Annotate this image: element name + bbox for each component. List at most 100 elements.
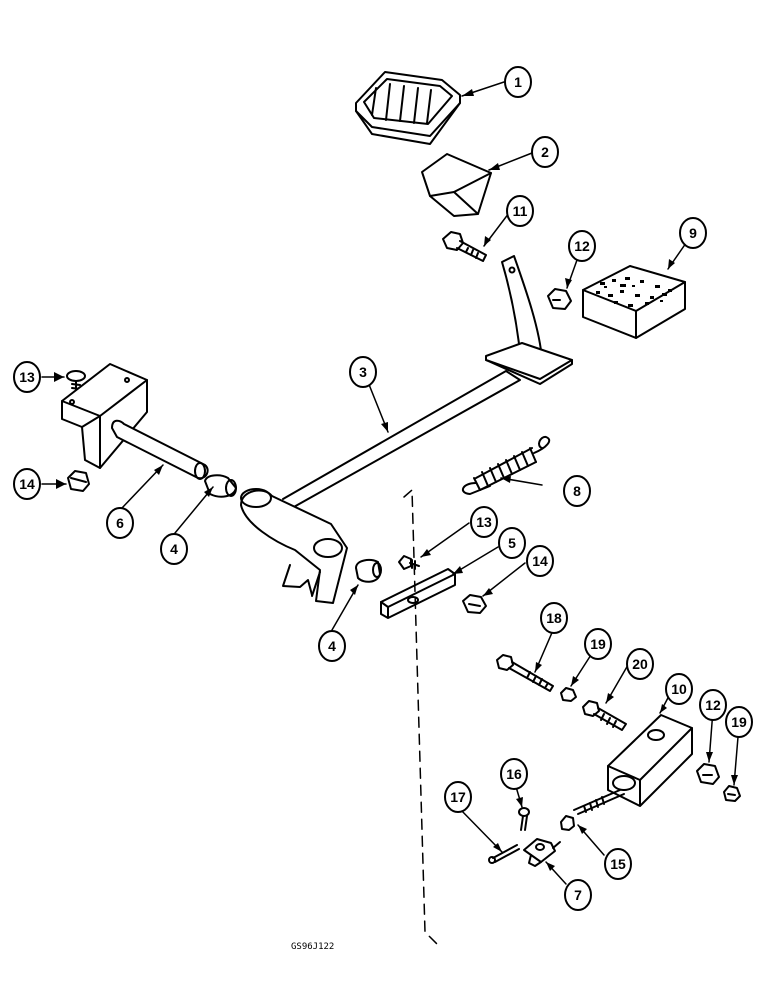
callout-15: 15	[604, 848, 632, 880]
callout-circle	[498, 527, 526, 559]
callout-label: 17	[450, 789, 466, 805]
shaft-pin-part	[111, 419, 209, 480]
callout-circle	[504, 66, 532, 98]
pedal-pad-part	[355, 71, 461, 145]
callout-13: 13	[13, 361, 41, 393]
callout-label: 5	[508, 535, 516, 551]
nut-12-part	[547, 288, 572, 310]
callout-6: 6	[106, 507, 134, 539]
callout-14: 14	[526, 545, 554, 577]
jam-nut-15-part	[560, 815, 575, 831]
callout-11: 11	[506, 195, 534, 227]
callout-16: 16	[500, 758, 528, 790]
callout-2: 2	[531, 136, 559, 168]
callout-19: 19	[584, 628, 612, 660]
screw-13-center-part	[398, 555, 420, 570]
callout-12: 12	[699, 689, 727, 721]
valve-block-part	[573, 714, 693, 815]
callout-label: 10	[671, 681, 687, 697]
callout-label: 13	[19, 369, 35, 385]
screw-13-left-part	[66, 370, 86, 395]
mounting-bracket-part	[61, 363, 148, 469]
callout-8: 8	[563, 475, 591, 507]
bolt-11-part	[442, 231, 487, 262]
callout-circle	[626, 648, 654, 680]
mounting-plate-part	[380, 568, 456, 619]
callout-label: 7	[574, 887, 582, 903]
callout-label: 4	[170, 541, 178, 557]
callout-12: 12	[568, 230, 596, 262]
callout-14: 14	[13, 468, 41, 500]
callout-circle	[564, 879, 592, 911]
callout-label: 19	[590, 636, 606, 652]
callout-1: 1	[504, 66, 532, 98]
rubber-block-texture	[596, 277, 672, 307]
callout-circle	[540, 602, 568, 634]
nut-14-left-part	[67, 470, 90, 492]
clevis-part	[523, 838, 561, 867]
callout-circle	[568, 230, 596, 262]
callout-circle	[500, 758, 528, 790]
callout-label: 14	[19, 476, 35, 492]
callout-5: 5	[498, 527, 526, 559]
callout-circle	[699, 689, 727, 721]
callout-circle	[349, 356, 377, 388]
bolt-18-part	[496, 654, 554, 692]
pad-wedge-part	[421, 153, 492, 217]
callout-label: 14	[532, 553, 548, 569]
callout-circle	[13, 361, 41, 393]
callout-4: 4	[318, 630, 346, 662]
pedal-lever-assembly	[240, 255, 573, 604]
bushing-4-upper-part	[204, 474, 237, 498]
callout-circle	[470, 506, 498, 538]
callout-label: 9	[689, 225, 697, 241]
callout-circle	[160, 533, 188, 565]
callout-circle	[665, 673, 693, 705]
callout-label: 12	[705, 697, 721, 713]
callout-label: 19	[731, 714, 747, 730]
callout-circle	[13, 468, 41, 500]
callout-17: 17	[444, 781, 472, 813]
callout-3: 3	[349, 356, 377, 388]
callout-circle	[563, 475, 591, 507]
callout-label: 1	[514, 74, 522, 90]
assembly-dashed-line	[403, 489, 438, 945]
nut-14-center-part	[462, 594, 487, 614]
callout-circle	[526, 545, 554, 577]
callout-13: 13	[470, 506, 498, 538]
reference-code: GS96J122	[291, 942, 334, 952]
callout-label: 11	[513, 203, 528, 219]
nut-19-upper-part	[560, 687, 577, 702]
callout-circle	[725, 706, 753, 738]
callout-label: 3	[359, 364, 367, 380]
callout-label: 8	[573, 483, 581, 499]
callout-4: 4	[160, 533, 188, 565]
callout-7: 7	[564, 879, 592, 911]
callout-arrowheads	[54, 89, 738, 871]
nut-12-right-part	[696, 763, 720, 785]
callout-18: 18	[540, 602, 568, 634]
callout-10: 10	[665, 673, 693, 705]
callout-9: 9	[679, 217, 707, 249]
nut-19-right-part	[723, 785, 741, 802]
callout-circle	[584, 628, 612, 660]
callout-circle	[604, 848, 632, 880]
callout-circle	[679, 217, 707, 249]
callout-label: 15	[610, 856, 626, 872]
callout-circle	[506, 195, 534, 227]
callout-label: 18	[546, 610, 562, 626]
callout-20: 20	[626, 648, 654, 680]
callout-label: 12	[574, 238, 590, 254]
callout-label: 13	[476, 514, 492, 530]
callout-label: 20	[632, 656, 648, 672]
bolt-20-part	[582, 700, 627, 731]
callout-label: 4	[328, 638, 336, 654]
callout-circle	[444, 781, 472, 813]
callout-circle	[106, 507, 134, 539]
rubber-block-part	[582, 265, 686, 339]
callout-label: 6	[116, 515, 124, 531]
clevis-pin-part	[518, 807, 530, 831]
callout-label: 16	[506, 766, 522, 782]
